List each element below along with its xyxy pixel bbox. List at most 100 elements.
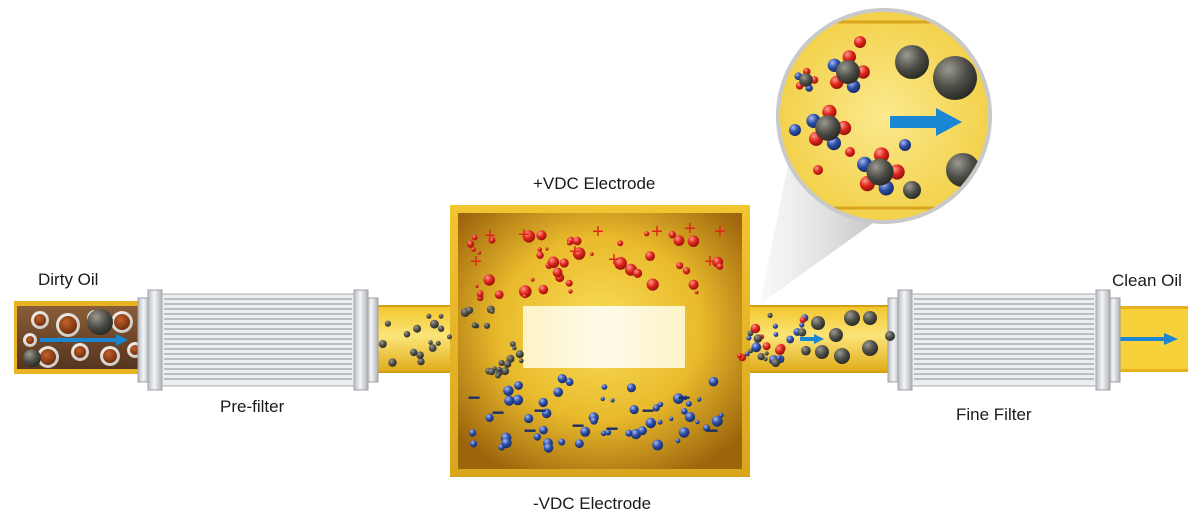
contaminant-particle xyxy=(483,322,491,329)
mixed-particle xyxy=(746,335,752,341)
contaminant-particle xyxy=(447,334,452,340)
positive-particle xyxy=(668,231,676,239)
contaminant-particle xyxy=(510,341,516,347)
pipe-particles xyxy=(378,310,895,368)
mixed-particle xyxy=(757,353,765,361)
negative-particle xyxy=(600,396,605,402)
pre-filter-label: Pre-filter xyxy=(220,397,285,416)
negative-charge-symbol: − xyxy=(524,418,537,443)
contaminant-particle xyxy=(114,314,130,330)
negative-charge-symbol: − xyxy=(606,416,619,441)
negative-particle xyxy=(501,437,512,449)
negative-particle xyxy=(485,413,494,422)
contaminant-particle xyxy=(512,345,517,351)
negative-particle xyxy=(657,419,663,425)
contaminant-particle xyxy=(384,320,391,327)
negative-particle xyxy=(675,438,681,444)
positive-particle xyxy=(646,278,659,291)
negative-charge-symbol: − xyxy=(706,418,719,443)
agglomerated-particle xyxy=(895,45,929,79)
contaminant-particle xyxy=(488,368,496,376)
positive-particle xyxy=(552,267,563,278)
positive-charge-symbol: + xyxy=(518,224,530,246)
contaminant-particle xyxy=(471,322,478,329)
clean-oil-label: Clean Oil xyxy=(1112,271,1182,290)
positive-particle xyxy=(522,230,536,243)
mixed-particle xyxy=(786,335,795,344)
contaminant-particle xyxy=(410,348,418,357)
negative-particle xyxy=(514,381,523,390)
mixed-particle xyxy=(750,323,761,334)
positive-particle xyxy=(545,247,549,251)
negative-particle xyxy=(626,383,636,393)
dirty-oil-label: Dirty Oil xyxy=(38,270,99,289)
negative-particle xyxy=(558,438,566,446)
positive-particle xyxy=(644,231,650,237)
charged-particle xyxy=(899,139,911,151)
charged-particles: ++++++++++−−−−−−−−− xyxy=(460,218,726,453)
positive-particle xyxy=(471,247,476,252)
negative-particle xyxy=(538,397,548,408)
negative-particle xyxy=(610,398,615,403)
negative-particle xyxy=(673,393,684,404)
contaminant-particle xyxy=(498,359,505,366)
charged-molecule xyxy=(889,164,905,180)
contaminant-particle xyxy=(519,358,524,364)
positive-particle xyxy=(522,294,527,299)
positive-electrode-label: +VDC Electrode xyxy=(533,174,656,193)
contaminant-particle xyxy=(437,325,445,332)
contaminant-core xyxy=(836,60,860,84)
positive-charge-symbol: + xyxy=(569,241,581,263)
mixed-particle xyxy=(748,348,754,354)
positive-particle xyxy=(716,263,724,270)
agglomerated-particle xyxy=(933,56,977,100)
positive-particle xyxy=(519,285,532,298)
negative-particle xyxy=(533,433,541,441)
contaminant-particle xyxy=(428,344,437,352)
positive-charge-symbol: + xyxy=(484,225,496,247)
negative-particle xyxy=(575,439,584,448)
positive-particle xyxy=(537,247,543,252)
negative-particle xyxy=(543,443,554,453)
filter-body xyxy=(911,293,1097,387)
negative-particle xyxy=(708,376,719,387)
negative-particle xyxy=(468,429,477,437)
contaminant-core xyxy=(815,115,841,141)
positive-particle xyxy=(673,235,685,247)
negative-particle xyxy=(637,426,647,436)
positive-particle xyxy=(682,267,691,275)
negative-particle xyxy=(657,401,664,408)
contaminant-particle xyxy=(501,367,510,376)
positive-charge-symbol: + xyxy=(684,218,696,240)
filter-end-ring xyxy=(147,289,163,391)
contaminant-particle xyxy=(438,313,444,319)
fine-filter-label: Fine Filter xyxy=(956,405,1032,424)
agglomerated-particle xyxy=(885,331,895,341)
electrode-chamber: ++++++++++−−−−−−−−− xyxy=(450,205,750,477)
zoom-flow-arrowhead-icon xyxy=(936,108,962,136)
negative-electrode-label: -VDC Electrode xyxy=(533,494,652,513)
contaminant-particle xyxy=(34,314,46,326)
contaminant-particle xyxy=(503,360,512,368)
mixed-particle xyxy=(737,353,743,359)
zoom-callout xyxy=(760,8,992,304)
positive-particle xyxy=(565,279,573,287)
contaminant-particle xyxy=(515,350,524,359)
mixed-particle xyxy=(799,322,805,328)
electrode-glow xyxy=(523,306,685,368)
contaminant-particle xyxy=(430,319,439,329)
contaminant-core xyxy=(799,73,813,87)
filter-end-ring xyxy=(1095,289,1111,391)
negative-particle xyxy=(681,408,688,415)
positive-charge-symbol: + xyxy=(592,221,604,243)
contaminant-particle xyxy=(87,309,113,335)
positive-particle xyxy=(617,240,624,247)
contaminant-particle xyxy=(465,306,474,314)
contaminant-particle xyxy=(74,346,86,358)
negative-particle xyxy=(629,405,639,415)
contaminant-particle xyxy=(26,336,34,344)
positive-particle xyxy=(676,262,684,270)
mixed-particle xyxy=(764,351,769,356)
negative-particle xyxy=(470,440,478,448)
